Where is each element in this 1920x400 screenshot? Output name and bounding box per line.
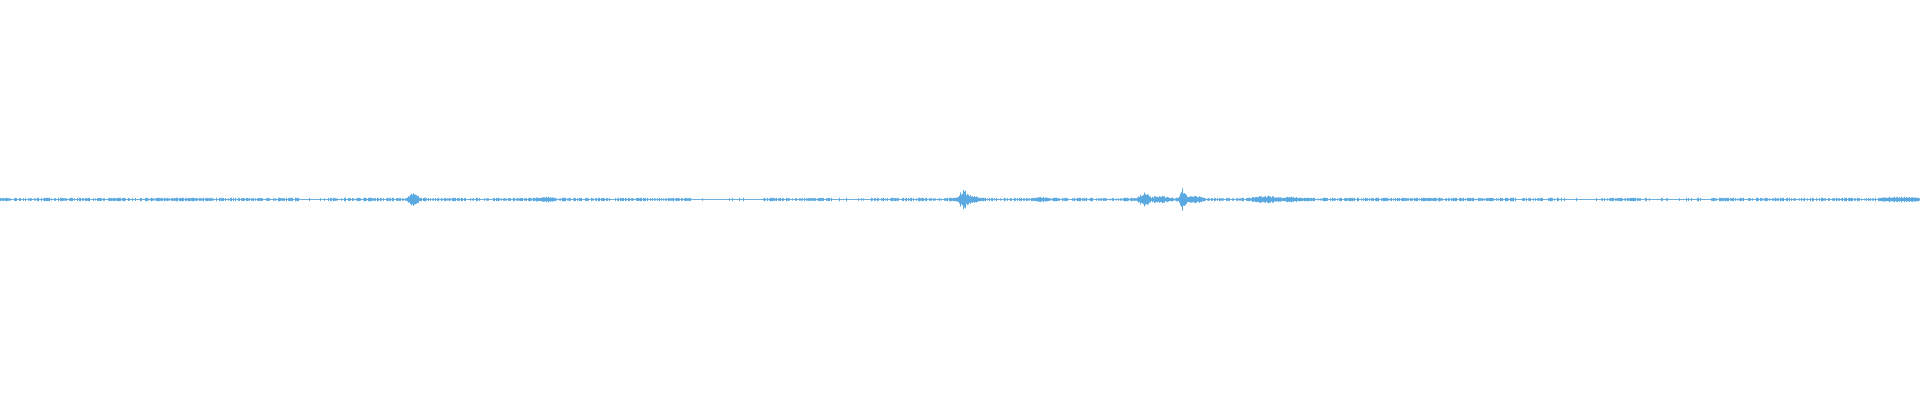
waveform-trace (0, 188, 1920, 211)
